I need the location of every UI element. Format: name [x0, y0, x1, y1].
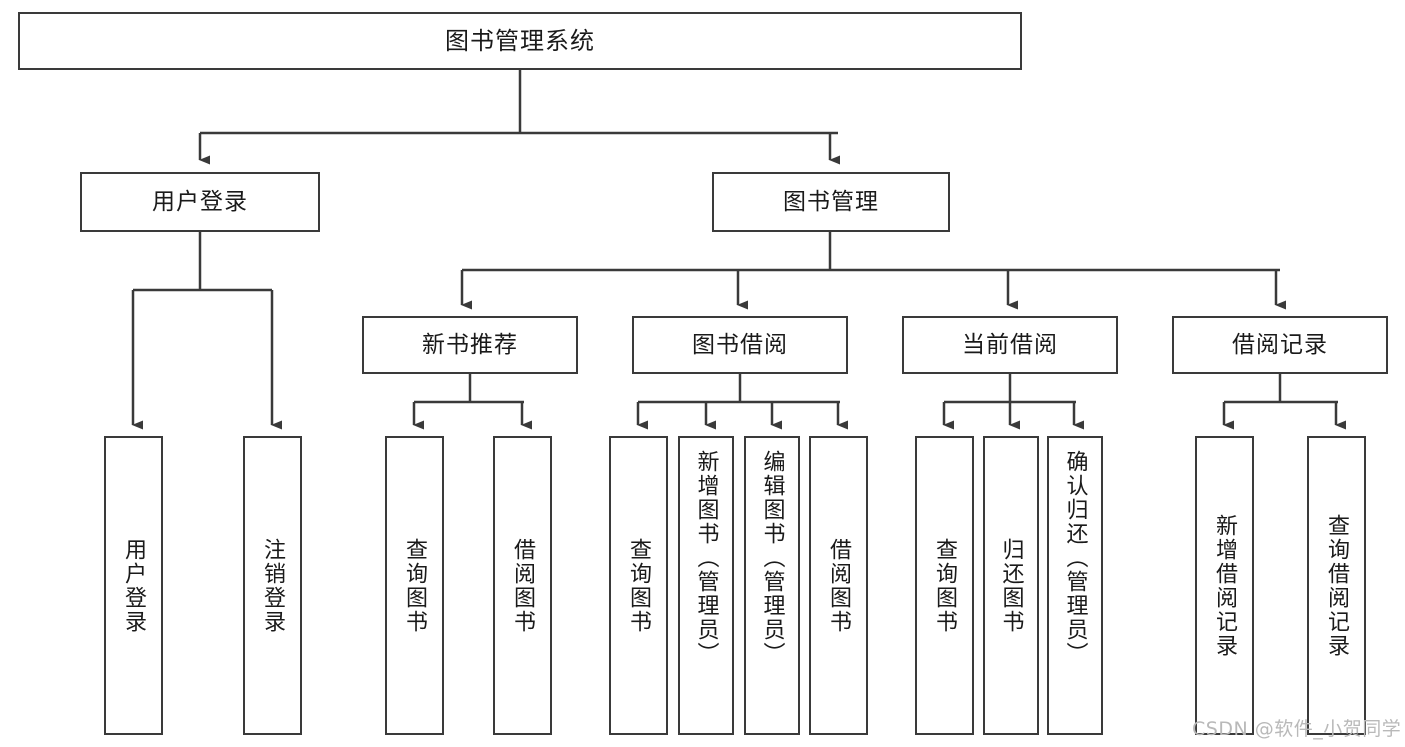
node-leaf-edit-book-label: 编辑图书（管理员） — [759, 450, 785, 666]
node-user-login-label: 用户登录 — [152, 188, 248, 215]
node-borrow-record-label: 借阅记录 — [1232, 331, 1328, 358]
node-book-manage-label: 图书管理 — [783, 188, 879, 215]
node-leaf-add-record[interactable]: 新增借阅记录 — [1195, 436, 1254, 735]
node-leaf-add-book[interactable]: 新增图书（管理员） — [678, 436, 734, 735]
node-book-borrow[interactable]: 图书借阅 — [632, 316, 848, 374]
node-leaf-borrow-book-1-label: 借阅图书 — [510, 537, 536, 634]
node-leaf-user-login-label: 用户登录 — [121, 537, 147, 634]
node-leaf-confirm-return-label: 确认归还（管理员） — [1062, 450, 1088, 666]
node-leaf-borrow-book-1[interactable]: 借阅图书 — [493, 436, 552, 735]
node-leaf-query-book-2-label: 查询图书 — [626, 537, 652, 634]
node-user-login[interactable]: 用户登录 — [80, 172, 320, 232]
node-current-borrow-label: 当前借阅 — [962, 331, 1058, 358]
node-leaf-query-book-2[interactable]: 查询图书 — [609, 436, 668, 735]
csdn-watermark: CSDN @软件_小贺同学 — [1192, 718, 1402, 740]
node-leaf-edit-book[interactable]: 编辑图书（管理员） — [744, 436, 800, 735]
node-root[interactable]: 图书管理系统 — [18, 12, 1022, 70]
node-leaf-query-record[interactable]: 查询借阅记录 — [1307, 436, 1366, 735]
node-leaf-logout[interactable]: 注销登录 — [243, 436, 302, 735]
node-new-book-rec[interactable]: 新书推荐 — [362, 316, 578, 374]
node-leaf-logout-label: 注销登录 — [260, 537, 286, 634]
node-leaf-borrow-book-2[interactable]: 借阅图书 — [809, 436, 868, 735]
node-leaf-query-book-1[interactable]: 查询图书 — [385, 436, 444, 735]
node-leaf-query-book-3[interactable]: 查询图书 — [915, 436, 974, 735]
node-leaf-borrow-book-2-label: 借阅图书 — [826, 537, 852, 634]
node-current-borrow[interactable]: 当前借阅 — [902, 316, 1118, 374]
node-leaf-query-book-3-label: 查询图书 — [932, 537, 958, 634]
node-borrow-record[interactable]: 借阅记录 — [1172, 316, 1388, 374]
node-root-label: 图书管理系统 — [445, 27, 595, 55]
node-leaf-add-book-label: 新增图书（管理员） — [693, 450, 719, 666]
node-leaf-add-record-label: 新增借阅记录 — [1212, 513, 1238, 658]
node-leaf-query-record-label: 查询借阅记录 — [1324, 513, 1350, 658]
node-leaf-return-book[interactable]: 归还图书 — [983, 436, 1039, 735]
node-new-book-rec-label: 新书推荐 — [422, 331, 518, 358]
node-leaf-confirm-return[interactable]: 确认归还（管理员） — [1047, 436, 1103, 735]
node-book-borrow-label: 图书借阅 — [692, 331, 788, 358]
node-leaf-return-book-label: 归还图书 — [998, 537, 1024, 634]
node-book-manage[interactable]: 图书管理 — [712, 172, 950, 232]
node-leaf-user-login[interactable]: 用户登录 — [104, 436, 163, 735]
node-leaf-query-book-1-label: 查询图书 — [402, 537, 428, 634]
